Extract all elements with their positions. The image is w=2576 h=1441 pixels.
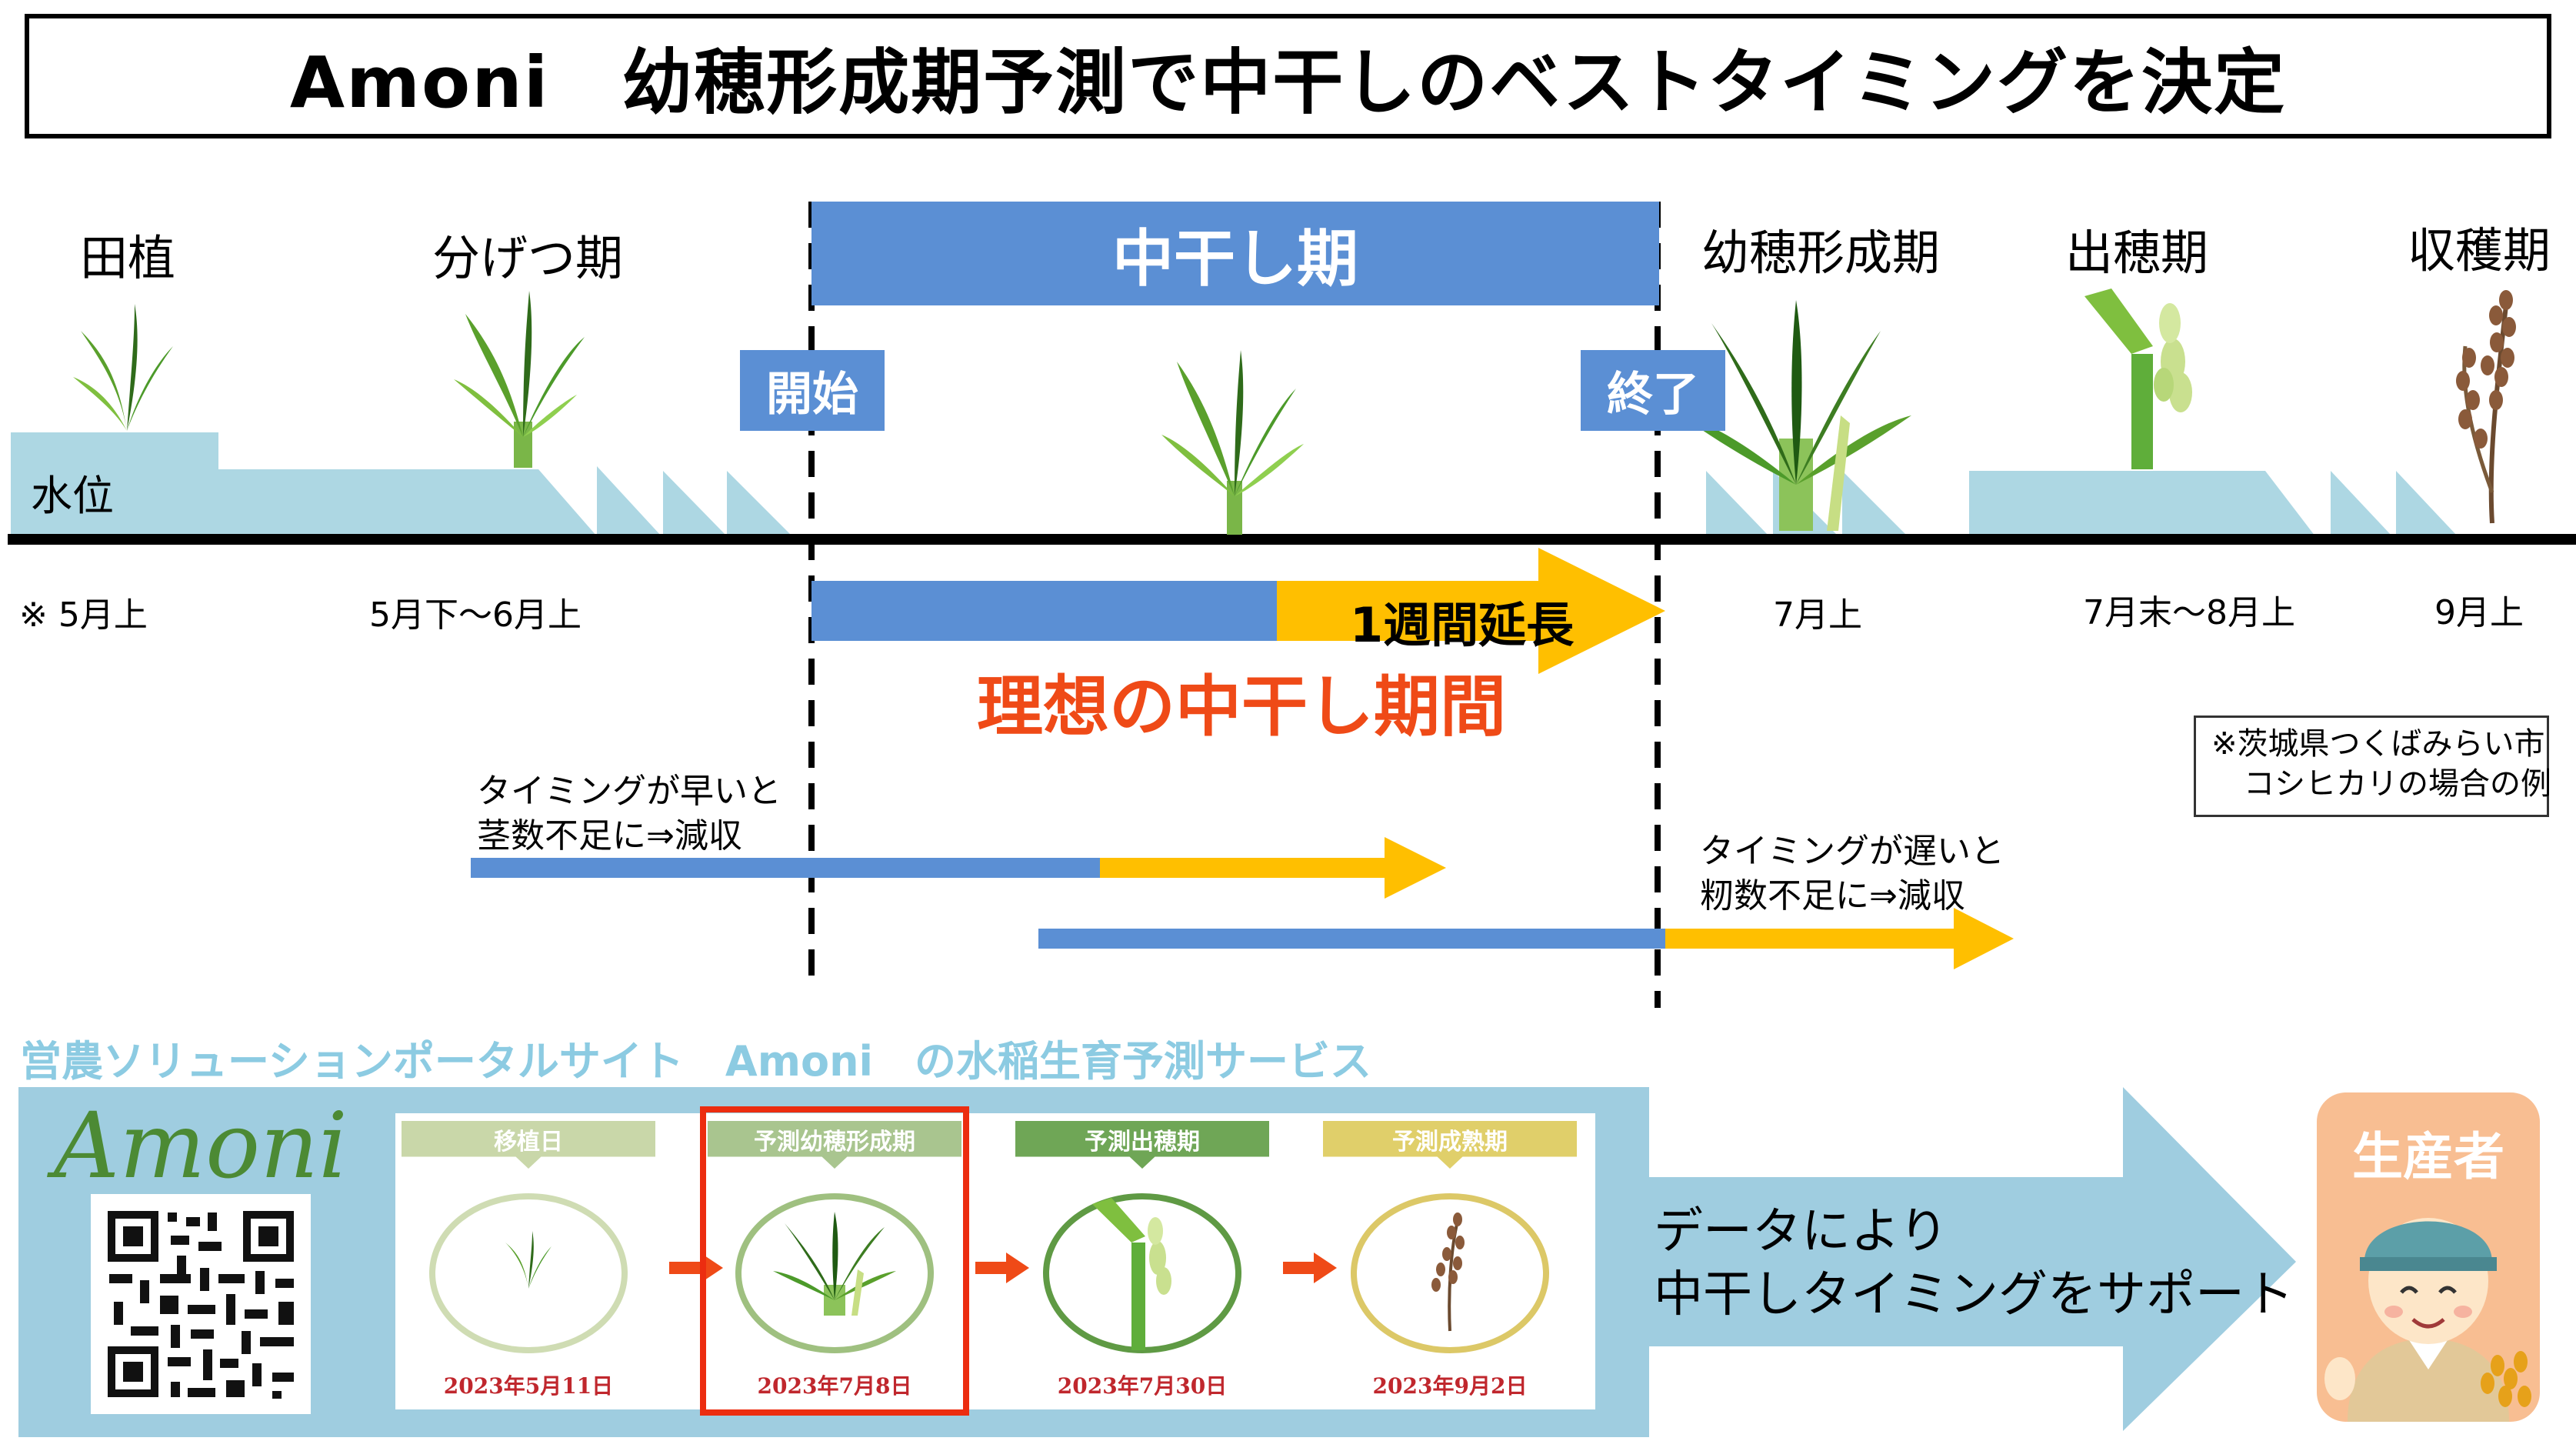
prediction-cell-image <box>708 1185 961 1365</box>
ideal-period-blue-bar <box>811 581 1277 641</box>
date-taue: ※ 5月上 <box>19 595 148 635</box>
end-label: 終了 <box>1607 368 1699 422</box>
stage-label-bungetsu: 分げつ期 <box>432 230 624 286</box>
early-line2: 茎数不足に⇒減収 <box>477 816 742 856</box>
prediction-cell-date: 2023年7月30日 <box>1057 1373 1228 1399</box>
late-arrow <box>1665 908 2014 969</box>
ideal-period-label: 理想の中干し期間 <box>977 669 1506 746</box>
prediction-cell-date: 2023年5月11日 <box>443 1373 614 1399</box>
prediction-cell-header-label: 予測出穂期 <box>1085 1129 1200 1156</box>
stage-label-taue: 田植 <box>80 230 176 286</box>
extend-label: 1週間延長 <box>1350 597 1575 653</box>
late-warning: タイミングが遅いと 籾数不足に⇒減収 <box>1700 829 2004 919</box>
plant-nakaboshi-icon <box>1161 350 1304 535</box>
step-arrow-icon <box>975 1253 1029 1286</box>
stage-label-youshi: 幼穂形成期 <box>1701 225 1941 281</box>
late-line2: 籾数不足に⇒減収 <box>1700 876 1965 916</box>
farmer-icon <box>2324 1218 2531 1422</box>
early-bar-blue <box>471 858 1100 878</box>
qr-code-icon <box>108 1211 294 1399</box>
late-bar-blue <box>1038 929 1665 949</box>
early-warning: タイミングが早いと 茎数不足に⇒減収 <box>477 769 781 859</box>
title-box: Amoni 幼穂形成期予測で中干しのベストタイミングを決定 <box>25 14 2551 138</box>
prediction-cell-header-label: 移植日 <box>494 1129 563 1156</box>
date-youshi: 7月上 <box>1773 595 1862 635</box>
start-tag: 開始 <box>740 350 885 431</box>
early-line1: タイミングが早いと <box>477 772 781 811</box>
plant-bungetsu-icon <box>454 291 585 468</box>
support-line1: データにより <box>1654 1203 1948 1260</box>
step-arrow-icon <box>669 1253 723 1286</box>
timeline-axis <box>8 534 2576 545</box>
date-shukaku: 9月上 <box>2434 593 2524 632</box>
plant-taue-icon <box>73 304 173 431</box>
prediction-cell-image <box>402 1185 655 1365</box>
plant-shukaku-icon <box>2456 290 2516 524</box>
prediction-cell-date: 2023年9月2日 <box>1372 1373 1528 1399</box>
prediction-cell-header-label: 予測成熟期 <box>1392 1129 1508 1156</box>
water-level-label: 水位 <box>31 472 114 520</box>
stage-label-shussui: 出穂期 <box>2065 225 2209 281</box>
plant-shussui-icon <box>2084 289 2192 469</box>
nakaboshi-label: 中干し期 <box>1112 222 1358 295</box>
start-label: 開始 <box>766 368 858 422</box>
portal-title: 営農ソリューションポータルサイト Amoni の水稲生育予測サービス <box>20 1037 1372 1086</box>
step-arrow-icon <box>1283 1253 1337 1286</box>
extend-arrow <box>1277 548 1665 674</box>
plant-youshi-icon <box>1681 300 1911 531</box>
early-arrow <box>1100 837 1446 899</box>
page-title: Amoni 幼穂形成期予測で中干しのベストタイミングを決定 <box>289 41 2287 124</box>
note-line1: ※茨城県つくばみらい市 <box>2211 726 2545 762</box>
producer-label: 生産者 <box>2352 1127 2504 1186</box>
end-tag: 終了 <box>1581 350 1725 431</box>
prediction-cell-image <box>1323 1185 1577 1365</box>
location-note-box: ※茨城県つくばみらい市 コシヒカリの場合の例 <box>2194 715 2551 817</box>
prediction-cell-date: 2023年7月8日 <box>757 1373 912 1399</box>
date-bungetsu: 5月下～6月上 <box>369 595 582 635</box>
late-line1: タイミングが遅いと <box>1700 832 2004 871</box>
producer-box: 生産者 <box>2317 1092 2540 1422</box>
support-text: データにより 中干しタイミングをサポート <box>1654 1200 2294 1326</box>
support-line2: 中干しタイミングをサポート <box>1654 1266 2294 1323</box>
nakaboshi-period-bar: 中干し期 <box>811 202 1659 305</box>
amoni-logo: Amoni <box>54 1092 348 1199</box>
note-line2: コシヒカリの場合の例 <box>2244 766 2551 802</box>
prediction-cell-header-label: 予測幼穂形成期 <box>754 1129 915 1156</box>
date-shussui: 7月末～8月上 <box>2083 593 2295 632</box>
qr-code[interactable] <box>91 1194 311 1414</box>
support-arrow <box>1649 1087 2296 1431</box>
stage-label-shukaku: 収穫期 <box>2408 222 2551 279</box>
highlight-frame <box>700 1106 969 1416</box>
prediction-cell-image <box>1015 1185 1269 1365</box>
